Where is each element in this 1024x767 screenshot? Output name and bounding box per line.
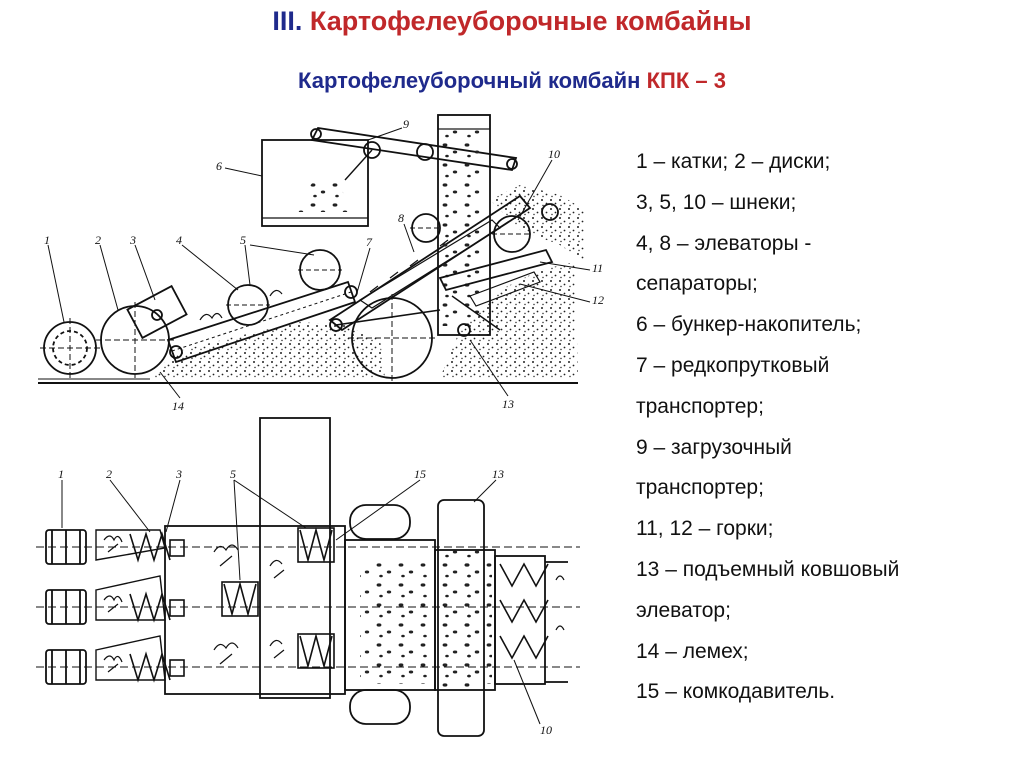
top-label-2: 2 — [106, 467, 112, 481]
label-3: 3 — [129, 233, 136, 247]
top-hopper — [259, 417, 331, 699]
legend-line: 9 – загрузочный — [636, 435, 792, 459]
label-10: 10 — [548, 147, 560, 161]
label-14: 14 — [172, 399, 184, 413]
elevator-separator — [166, 280, 357, 364]
combine-schematic: 1 2 3 4 5 6 7 8 9 10 11 12 13 14 — [36, 114, 604, 737]
legend-line: 6 – бункер-накопитель; — [636, 313, 862, 337]
top-view — [36, 417, 580, 737]
top-wheel — [349, 504, 411, 540]
label-11: 11 — [592, 261, 603, 275]
label-13: 13 — [502, 397, 514, 411]
soil-heap — [150, 322, 385, 378]
side-view — [38, 114, 585, 384]
top-augers — [129, 526, 549, 683]
top-label-10: 10 — [540, 723, 552, 737]
label-2: 2 — [95, 233, 101, 247]
slide-title: III. Картофелеуборочные комбайны — [0, 6, 1024, 37]
label-6: 6 — [216, 159, 222, 173]
legend-line: 3, 5, 10 – шнеки; — [636, 190, 797, 214]
legend-line: 14 – лемех; — [636, 639, 749, 663]
label-8: 8 — [398, 211, 404, 225]
side-view-labels — [47, 127, 591, 399]
legend-line: 15 – комкодавитель. — [636, 680, 836, 704]
label-12: 12 — [592, 293, 604, 307]
top-label-3: 3 — [175, 467, 182, 481]
soil-heap — [440, 262, 578, 378]
legend-line: 7 – редкопрутковый — [636, 353, 830, 377]
label-5: 5 — [240, 233, 246, 247]
label-1: 1 — [44, 233, 50, 247]
title-roman-numeral: III. — [272, 6, 303, 36]
legend-line: сепараторы; — [636, 272, 758, 296]
hill-conveyor — [438, 248, 554, 292]
legend-line: элеватор; — [636, 598, 731, 622]
legend-line: транспортер; — [636, 394, 764, 418]
label-4: 4 — [176, 233, 182, 247]
subtitle-model: КПК – 3 — [646, 68, 726, 93]
parts-legend: 1 – катки; 2 – диски; 3, 5, 10 – шнеки; … — [636, 142, 1016, 713]
top-label-1: 1 — [58, 467, 64, 481]
label-7: 7 — [366, 235, 373, 249]
top-view-labels — [61, 479, 541, 725]
legend-line: 1 – катки; 2 – диски; — [636, 150, 831, 173]
top-label-15: 15 — [414, 467, 426, 481]
auger-housing — [126, 284, 188, 340]
top-label-5: 5 — [230, 467, 236, 481]
subtitle-text: Картофелеуборочный комбайн — [298, 68, 641, 93]
label-9: 9 — [403, 117, 409, 131]
legend-line: 11, 12 – горки; — [636, 517, 774, 541]
title-text: Картофелеуборочные комбайны — [309, 6, 752, 36]
legend-line: транспортер; — [636, 476, 764, 500]
top-label-13: 13 — [492, 467, 504, 481]
slide-subtitle: Картофелеуборочный комбайн КПК – 3 — [0, 68, 1024, 94]
legend-line: 13 – подъемный ковшовый — [636, 557, 900, 581]
legend-line: 4, 8 – элеваторы - — [636, 231, 812, 255]
